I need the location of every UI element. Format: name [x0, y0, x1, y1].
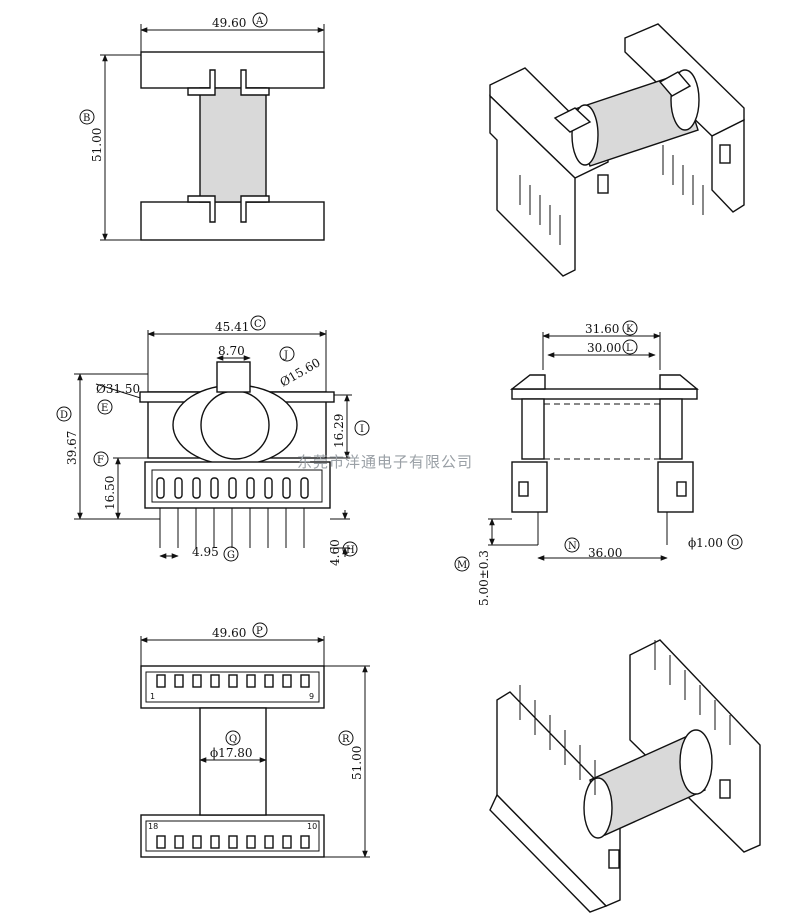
total-height-dimension: 39.67	[65, 431, 79, 465]
label-circle-h: H	[342, 541, 358, 557]
svg-text:H: H	[346, 545, 355, 556]
svg-text:C: C	[254, 319, 262, 330]
label-circle-c: C	[250, 315, 266, 331]
svg-text:O: O	[731, 538, 739, 549]
side-view: 31.60 K 30.00 L 5.00±0.3 M	[454, 320, 743, 606]
company-watermark: 东莞市洋通电子有限公司	[297, 453, 473, 471]
pin-length-dimension: 4.60	[328, 539, 342, 566]
pin-label-1: 1	[150, 692, 155, 701]
top-view: 49.60 A 51.00 B	[79, 12, 325, 241]
pin-label-10: 10	[307, 822, 317, 831]
side-right-base	[657, 461, 694, 513]
bobbin-tube	[199, 87, 267, 203]
svg-text:R: R	[342, 734, 350, 745]
bottom-view: 49.60 P 1	[140, 622, 370, 858]
isometric-view-bottom	[489, 639, 761, 913]
label-circle-g: G	[223, 546, 239, 562]
svg-text:A: A	[255, 16, 264, 27]
top-width-dimension: 49.60	[212, 16, 246, 30]
slot-width-dimension: 8.70	[218, 344, 245, 358]
bobbin-bore	[200, 390, 270, 460]
bottom-core	[199, 707, 267, 816]
pin-diameter-dimension: ϕ1.00	[688, 536, 723, 550]
svg-text:J: J	[283, 350, 288, 361]
core-diameter-dimension: ϕ17.80	[210, 746, 253, 760]
outer-width-dimension: 31.60	[585, 322, 619, 336]
bottom-view-pins	[156, 674, 310, 849]
label-circle-p: P	[252, 622, 268, 638]
label-circle-j: J	[279, 346, 295, 362]
pin-label-9: 9	[309, 692, 314, 701]
side-left-base	[511, 461, 548, 513]
top-height-dimension: 51.00	[90, 128, 104, 162]
pin-span-dimension: 36.00	[588, 546, 622, 560]
svg-text:F: F	[97, 455, 104, 466]
iso-top-pins	[519, 145, 704, 245]
pin-label-18: 18	[148, 822, 158, 831]
label-circle-i: I	[354, 420, 370, 436]
label-circle-k: K	[622, 320, 638, 336]
center-height-dimension: 16.29	[332, 414, 346, 448]
svg-text:D: D	[60, 410, 68, 421]
base-height-dimension: 16.50	[103, 476, 117, 510]
label-circle-o: O	[727, 534, 743, 550]
front-width-dimension: 45.41	[215, 320, 249, 334]
isometric-view-top	[489, 23, 745, 277]
flange-diameter-dimension: Ø31.50	[96, 382, 140, 396]
label-circle-l: L	[622, 339, 638, 355]
svg-text:I: I	[360, 424, 364, 435]
label-circle-q: Q	[225, 730, 241, 746]
label-circle-f: F	[93, 451, 109, 467]
label-circle-e: E	[97, 399, 113, 415]
svg-text:Q: Q	[229, 734, 237, 745]
bottom-width-dimension: 49.60	[212, 626, 246, 640]
svg-text:K: K	[626, 324, 634, 335]
svg-text:P: P	[256, 626, 263, 637]
label-circle-r: R	[338, 730, 354, 746]
top-flange	[140, 51, 325, 89]
svg-text:B: B	[83, 113, 90, 124]
svg-text:G: G	[227, 550, 235, 561]
label-circle-n: N	[564, 537, 580, 553]
inner-width-dimension: 30.00	[587, 341, 621, 355]
svg-text:E: E	[101, 403, 108, 414]
label-circle-m: M	[454, 556, 470, 572]
svg-text:M: M	[457, 560, 467, 571]
front-view: 45.41 C 8.70 Ø15.60 J Ø31.50 E 39.67 D	[56, 315, 370, 566]
iso-bottom-pins	[519, 640, 731, 795]
label-circle-d: D	[56, 406, 72, 422]
svg-text:N: N	[568, 541, 577, 552]
label-circle-a: A	[252, 12, 268, 28]
side-top-plate	[511, 388, 698, 400]
bottom-height-dimension: 51.00	[350, 746, 364, 780]
pin-pitch-dimension: 4.95	[192, 545, 219, 559]
svg-text:L: L	[626, 343, 633, 354]
label-circle-b: B	[79, 109, 95, 125]
standoff-dimension: 5.00±0.3	[477, 550, 491, 606]
bottom-flange	[140, 201, 325, 241]
front-pins	[156, 477, 309, 548]
